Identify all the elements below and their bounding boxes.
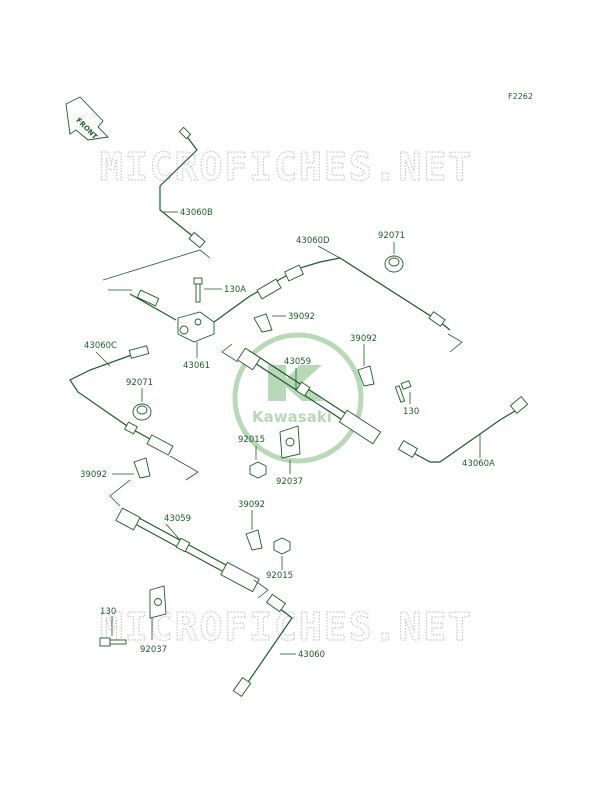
pipe-43060B [159,126,206,249]
hose-43059-top [237,347,382,445]
label-92037-top: 92037 [276,477,303,487]
label-43060A: 43060A [462,459,495,469]
grommet-92071-top [384,255,404,273]
label-43061: 43061 [183,361,210,371]
label-130-left: 130 [100,607,116,617]
junction-block-43061 [129,289,251,343]
pipe-43060D [249,257,451,331]
pipe-43060C [69,345,174,456]
label-130-right: 130 [403,407,419,417]
clip-39092-a [253,313,273,333]
front-arrow-icon: FRONT [65,96,109,141]
label-43060B: 43060B [180,208,213,218]
label-39092-b: 39092 [350,334,377,344]
label-43059-top: 43059 [284,357,311,367]
label-43060C: 43060C [84,341,117,351]
label-43059-bottom: 43059 [164,514,191,524]
kawasaki-logo-text: Kawasaki [252,408,332,426]
grommet-92071-left [132,403,152,421]
bolt-130-left [99,637,127,647]
hose-43059-bottom [115,507,260,593]
clip-39092-d [245,529,263,551]
bolt-130-right [394,380,412,403]
watermark-top: MICROFICHES.NET [100,145,473,189]
label-39092-c: 39092 [80,470,107,480]
figure-code: F2262 [508,92,533,101]
label-39092-a: 39092 [288,312,315,322]
label-92071-left: 92071 [126,378,153,388]
label-39092-d: 39092 [238,500,265,510]
clamp-92037-bottom [149,585,167,619]
nut-92015-bottom [273,537,291,555]
clamp-92037-top [279,425,301,459]
nut-92015-top [249,461,267,479]
label-43060D: 43060D [296,236,330,246]
label-92015-top: 92015 [238,435,265,445]
label-92071-top: 92071 [378,231,405,241]
label-43060: 43060 [298,650,325,660]
clip-39092-b [357,365,375,387]
pipe-43060A [397,396,529,463]
label-92037-bottom: 92037 [140,645,167,655]
clip-39092-c [133,457,151,479]
label-130A: 130A [224,285,246,295]
bolt-130A [193,277,203,303]
pipe-43060 [232,593,293,698]
label-92015-bottom: 92015 [266,571,293,581]
